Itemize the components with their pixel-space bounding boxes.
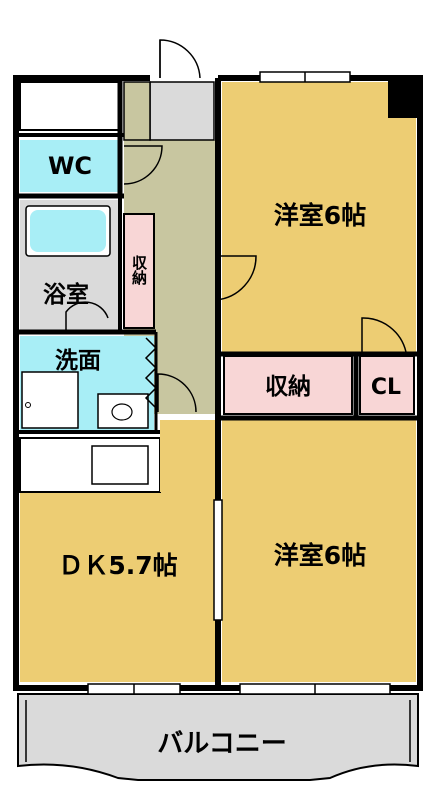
washing-machine-space: [21, 371, 79, 429]
wc-floor: [20, 140, 120, 192]
sliding-door-dk: [213, 499, 223, 621]
entrance: [149, 81, 215, 141]
basin-bowl: [111, 403, 133, 421]
label-wc: WC: [48, 152, 92, 180]
label-bedroom-lower: 洋室6帖: [274, 541, 366, 570]
label-cl: CL: [371, 375, 401, 400]
drain-dot: [25, 402, 31, 408]
label-hall-storage: 収納: [130, 254, 148, 286]
kitchen-sink: [91, 445, 149, 485]
dk-upper-strip: [160, 420, 216, 492]
windows: [87, 71, 391, 695]
door-swings: [65, 39, 407, 413]
upper-storage: [19, 81, 121, 131]
structural-column: [388, 80, 418, 118]
dk-floor: [20, 492, 216, 682]
balcony-floor: [17, 693, 419, 781]
label-balcony: バルコニー: [157, 729, 286, 759]
label-closet-lower: 収納: [265, 373, 311, 400]
bedroom-upper-floor: [222, 82, 416, 352]
label-bath: 浴室: [43, 281, 89, 308]
label-bedroom-upper: 洋室6帖: [274, 201, 366, 230]
bedroom-lower-floor: [222, 420, 416, 682]
label-washroom: 洗面: [55, 348, 101, 374]
hall-storage-floor: [123, 213, 155, 329]
wash-basin: [97, 393, 149, 429]
bathtub-basin: [30, 210, 106, 252]
label-dk: ＤＫ5.7帖: [58, 551, 177, 580]
shoe-cabinet: [123, 81, 151, 141]
